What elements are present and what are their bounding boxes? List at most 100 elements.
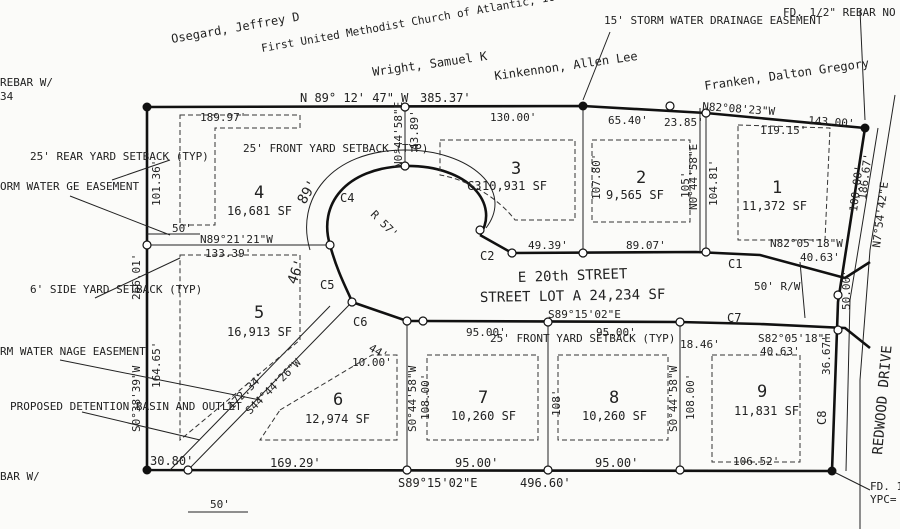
dim-10800a: 108.00'	[419, 374, 432, 420]
dim-11915: 119.15'	[760, 124, 806, 137]
monument-n	[578, 101, 588, 111]
curve-c4: C4	[340, 191, 354, 205]
dim-105: 105'	[679, 172, 692, 199]
bearing-south: S89°15'02"E	[398, 476, 477, 490]
note-rebar-top: FD. 1/2" REBAR NO CAP	[783, 6, 900, 19]
setback-lot6	[259, 354, 398, 441]
note-storm-top: 15' STORM WATER DRAINAGE EASEMENT	[604, 14, 823, 27]
lot-3-area: 10,931 SF	[482, 179, 547, 193]
dim-9500b: 95.00'	[596, 326, 636, 339]
setback-lot8	[557, 354, 669, 441]
dim-50-left: 50'	[172, 222, 192, 235]
dim-6540: 65.40'	[608, 114, 648, 127]
lot-2-number: 2	[636, 168, 646, 188]
note-fd-bot2: YPC=	[870, 493, 897, 506]
dim-10652: 106.52'	[733, 455, 779, 468]
leader-fd-bot	[831, 470, 871, 491]
note-storm-left: ORM WATER GE EASEMENT	[0, 180, 139, 193]
lot-line-6-diag2	[169, 305, 331, 471]
lot-8-number: 8	[609, 388, 619, 408]
bearing-lot7-w: S0°44'58"W	[406, 365, 419, 432]
lot-5-number: 5	[254, 303, 264, 323]
subdivision-boundary	[145, 104, 867, 473]
dim-4063b: 40.63'	[760, 345, 800, 358]
lot-1-area: 11,372 SF	[742, 199, 807, 213]
bearing-lot3-e: 107.80'	[590, 154, 603, 200]
lot-6-number: 6	[333, 390, 343, 410]
dim-4389: 43.89'	[408, 110, 421, 150]
curve-c7: C7	[727, 311, 741, 325]
setback-lot7	[426, 354, 539, 441]
bearing-south-dist: 496.60'	[520, 476, 571, 490]
lot-pins	[142, 101, 843, 475]
redwood-edge	[859, 94, 896, 529]
bearing-street-se: S82°05'18"E	[758, 332, 831, 345]
dim-4939: 49.39'	[528, 239, 568, 252]
lot-3-number: 3	[511, 159, 521, 179]
bearing-west-total: 266.01'	[130, 254, 143, 300]
note-rebar-left-top2: 34	[0, 90, 14, 103]
lot-9-number: 9	[757, 382, 767, 402]
street-name: E 20th STREET	[518, 266, 629, 286]
leader-rear	[111, 159, 171, 181]
dim-16465: 164.65'	[150, 342, 163, 388]
dim-10000: 100.00'	[847, 165, 866, 213]
note-rebar-left-top: REBAR W/	[0, 76, 53, 89]
lot-5-area: 16,913 SF	[227, 325, 292, 339]
leader-storm-left	[69, 195, 171, 236]
note-rebar-left-bot: BAR W/	[0, 470, 40, 483]
dim-9500c: 95.00'	[455, 456, 498, 470]
curve-c6: C6	[353, 315, 367, 329]
street-lot-extent	[799, 261, 806, 319]
note-storm-left2: RM WATER NAGE EASEMENT	[0, 345, 146, 358]
rw-label: 50' R/W	[754, 280, 801, 293]
bearing-north: N 89° 12' 47" W	[300, 91, 409, 105]
dim-2385: 23.85'	[664, 116, 704, 129]
bearing-east-dist: 186.67'	[856, 153, 875, 201]
leader-detention	[81, 411, 201, 441]
lot-7-area: 10,260 SF	[451, 409, 516, 423]
monument-sw	[142, 465, 152, 475]
dim-10800b: 108.00'	[684, 374, 697, 420]
setback-lot2	[591, 139, 691, 223]
street-lot-label: STREET LOT A 24,234 SF	[480, 287, 666, 306]
dim-130: 130.00'	[490, 111, 536, 124]
lot-6-area: 12,974 SF	[305, 412, 370, 426]
bearing-lot2-e: N0°44'58"E	[687, 144, 700, 210]
dim-189: 189.97'	[200, 111, 246, 124]
dim-16929: 169.29'	[270, 456, 321, 470]
redwood-row-line	[845, 127, 879, 472]
bearing-west: S0°38'39"W	[130, 365, 143, 432]
leader-rebar-top	[859, 9, 866, 121]
note-rear-setback: 25' REAR YARD SETBACK (TYP)	[30, 150, 209, 163]
curve-c1: C1	[728, 257, 742, 271]
bearing-lot8-e: S0°44'58"W	[667, 365, 680, 432]
monument-ne	[860, 123, 870, 133]
dim-5000: 50.00'	[840, 270, 853, 310]
lot-8-area: 10,260 SF	[582, 409, 647, 423]
bearing-street-s: S89°15'02"E	[548, 308, 621, 321]
dim-10136: 101.36'	[150, 160, 163, 206]
dim-108: 108'	[550, 390, 563, 417]
curve-c2: C2	[480, 249, 494, 263]
curve-c5: C5	[320, 278, 334, 292]
bearing-ne: N82°08'23"W	[702, 100, 776, 118]
lot-2-area: 9,565 SF	[606, 188, 664, 202]
lot-line-5-6	[187, 301, 353, 471]
dim-3667: 36.67'	[820, 335, 833, 375]
dim-3080: 30.80'	[150, 454, 193, 468]
lot-4-area: 16,681 SF	[227, 204, 292, 218]
dim-50-bot: 50'	[210, 498, 230, 511]
lot-9-area: 11,831 SF	[734, 404, 799, 418]
bearing-street-n: N89°21'21"W	[200, 233, 273, 246]
bearing-north-dist: 385.37'	[420, 91, 471, 105]
lot-4-number: 4	[254, 183, 264, 203]
note-front-setback-top: 25' FRONT YARD SETBACK (TYP)	[243, 142, 428, 155]
dim-13339: 133.39'	[205, 247, 251, 260]
dim-1846: 18.46'	[680, 338, 720, 351]
leader-storm-top	[582, 31, 611, 101]
dim-4063: 40.63'	[800, 251, 840, 264]
street-north-line	[479, 233, 871, 280]
